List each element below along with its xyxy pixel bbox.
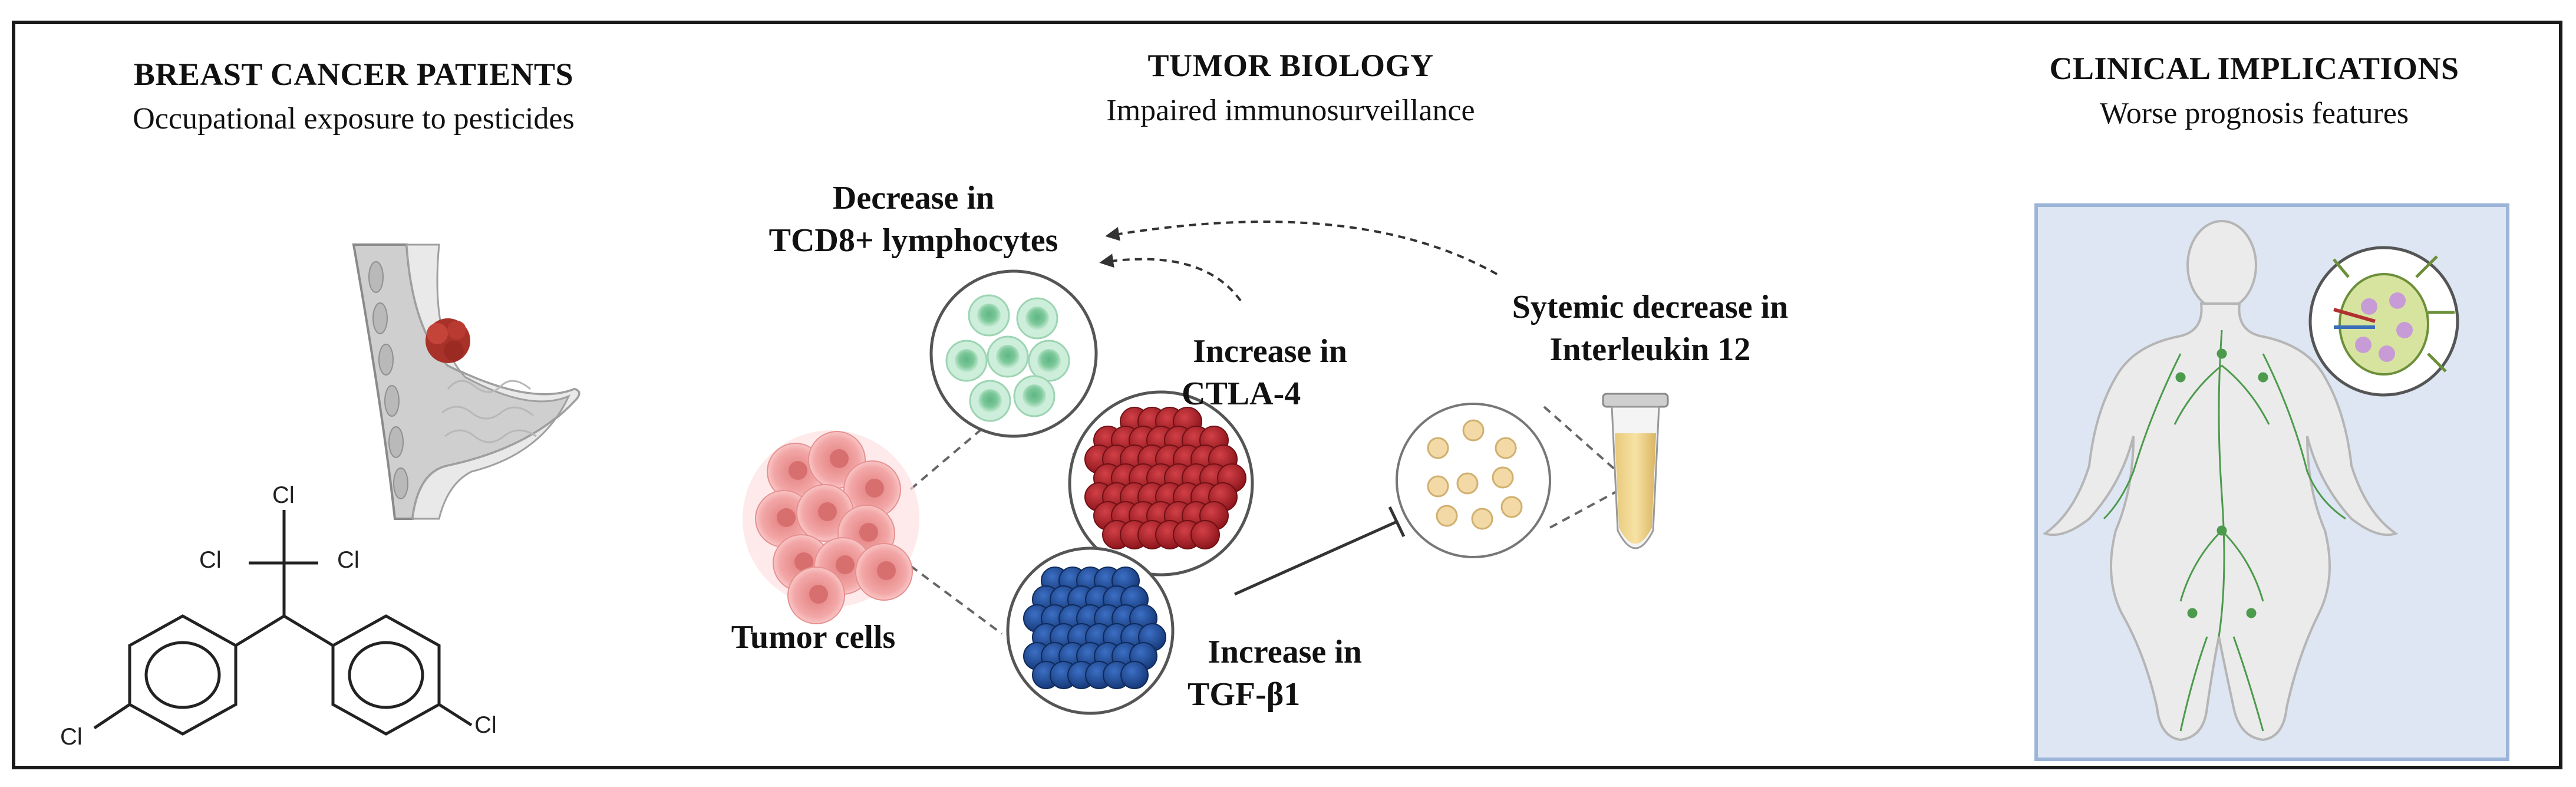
tumor-cell-nucleus: [877, 561, 896, 580]
breast-illustration: [352, 243, 580, 520]
tcd8-decrease-label: Decrease in TCD8+ lymphocytes: [737, 177, 1090, 262]
chlorine-atom-top: Cl: [272, 482, 295, 508]
left-column-title: BREAST CANCER PATIENTS: [133, 57, 574, 92]
tumor-cell-nucleus: [836, 555, 855, 574]
il12-particle: [1462, 419, 1485, 442]
chlorine-atom-bottom-right: Cl: [474, 712, 497, 738]
middle-column-title: TUMOR BIOLOGY: [1147, 48, 1434, 83]
lymph-vessel: [2232, 636, 2264, 732]
tumor-nodule: [426, 318, 470, 363]
il12-label: Sytemic decrease in Interleukin 12: [1459, 286, 1842, 371]
tumor-cell-nucleus: [830, 449, 849, 468]
tcd8-decrease-line2: TCD8+ lymphocytes: [768, 222, 1058, 259]
lymph-vessels: [2103, 330, 2346, 732]
middle-column-subtitle: Impaired immunosurveillance: [1106, 94, 1475, 127]
lymph-vessel: [2173, 364, 2222, 425]
green-lymphocyte-nucleus: [1023, 384, 1046, 408]
il12-particle: [1427, 475, 1449, 498]
il12-particle: [1492, 466, 1514, 489]
left-column-subtitle: Occupational exposure to pesticides: [133, 102, 575, 136]
tumor-cell-nucleus: [789, 461, 807, 480]
lymph-node-dot: [2217, 525, 2227, 536]
lymph-node-inset: [2308, 246, 2459, 397]
tgf-label: Increase in TGF-β1: [1161, 631, 1409, 716]
il12-particle: [1427, 437, 1449, 459]
tcd8-decrease-line1: Decrease in: [832, 180, 995, 216]
ctla4-label: Increase in CTLA-4: [1137, 330, 1403, 415]
tumor-cell-nucleus: [865, 479, 884, 498]
il12-particle: [1471, 508, 1493, 530]
il12-line2: Interleukin 12: [1549, 331, 1751, 368]
lymph-vessel: [2221, 364, 2270, 425]
il12-circle: [1396, 403, 1551, 558]
ctla4-circle: [1068, 390, 1254, 577]
green-lymphocyte-nucleus: [1037, 349, 1061, 373]
lymph-vessel: [2262, 353, 2346, 520]
tumor-cell-nucleus: [809, 585, 828, 604]
il12-particle: [1500, 496, 1523, 518]
ctla4-line1: Increase in: [1193, 333, 1347, 370]
il12-particle: [1495, 437, 1517, 459]
body-silhouette: [2042, 220, 2399, 742]
tcd8-circle: [929, 269, 1098, 438]
tumor-cell-nucleus: [859, 523, 878, 542]
tumor-cell-nucleus: [777, 508, 796, 527]
chlorine-atom-left: Cl: [199, 547, 222, 573]
lymph-node-dot: [2217, 348, 2227, 359]
lymph-node-dot: [2187, 608, 2198, 618]
chlorine-atom-right: Cl: [337, 547, 359, 573]
lymph-node-dot: [2175, 372, 2186, 383]
body-panel: [2034, 203, 2509, 761]
lymph-vessel: [2103, 353, 2182, 520]
green-lymphocyte-nucleus: [977, 304, 1001, 327]
tgf-line2: TGF-β1: [1188, 676, 1301, 713]
red-ctla4-cell: [1190, 520, 1220, 549]
lymph-node-dot: [2246, 608, 2257, 618]
lymph-vessel: [2221, 529, 2264, 602]
tgf-inhibition-line: [1233, 506, 1406, 596]
green-lymphocyte-nucleus: [978, 389, 1002, 413]
right-column-title: CLINICAL IMPLICATIONS: [2049, 51, 2459, 86]
tumor-cells-label: Tumor cells: [731, 619, 896, 656]
tumor-cells-cluster: [743, 430, 919, 624]
tgf-circle: [1006, 546, 1175, 715]
lymph-vessel: [2179, 529, 2223, 602]
lymph-vessel: [2179, 636, 2208, 732]
green-lymphocyte-nucleus: [955, 349, 978, 373]
lymph-vessel: [2218, 330, 2225, 637]
tumor-cell-nucleus: [794, 552, 813, 571]
right-column-subtitle: Worse prognosis features: [2099, 97, 2409, 130]
il12-particle: [1436, 505, 1458, 527]
blue-tgf-cell: [1120, 661, 1149, 689]
green-lymphocyte-nucleus: [1025, 307, 1049, 330]
il12-particle: [1456, 472, 1479, 495]
green-lymphocyte-nucleus: [996, 345, 1020, 368]
ctla4-line2: CTLA-4: [1182, 376, 1301, 412]
chlorine-atom-bottom-left: Cl: [60, 724, 83, 750]
tumor-cell-nucleus: [818, 502, 837, 521]
lymph-node-dot: [2258, 372, 2268, 383]
tgf-line1: Increase in: [1208, 634, 1362, 670]
inhibition-arrows: [1099, 220, 1498, 302]
test-tube-icon: [1602, 393, 1669, 549]
il12-line1: Sytemic decrease in: [1512, 289, 1789, 325]
ddt-structure: [93, 510, 473, 736]
